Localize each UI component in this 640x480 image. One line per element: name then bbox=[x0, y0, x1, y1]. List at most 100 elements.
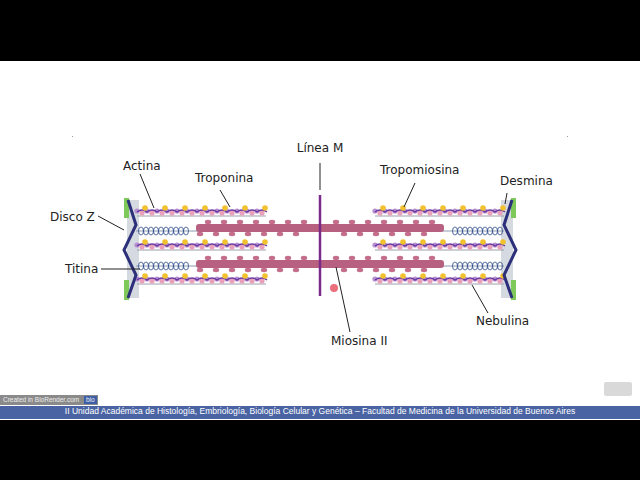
myosin-head bbox=[205, 256, 211, 260]
myosin-head bbox=[349, 220, 355, 224]
troponin bbox=[202, 239, 208, 245]
actin-monomer bbox=[179, 278, 184, 283]
titin-coil bbox=[473, 227, 478, 235]
actin-monomer bbox=[407, 244, 412, 249]
actin-monomer bbox=[407, 210, 412, 215]
troponin bbox=[440, 273, 446, 279]
footer-credit: II Unidad Académica de Histología, Embri… bbox=[65, 406, 575, 416]
m-line-label: Línea M bbox=[297, 141, 344, 155]
myosin-head bbox=[389, 232, 395, 236]
troponin bbox=[380, 273, 386, 279]
actin-monomer bbox=[467, 210, 472, 215]
actin-monomer bbox=[467, 278, 472, 283]
myosin-head bbox=[293, 232, 299, 236]
actin-monomer bbox=[457, 278, 462, 283]
myosin-head bbox=[413, 220, 419, 224]
myosin-head bbox=[213, 232, 219, 236]
titin-coil bbox=[488, 262, 493, 270]
tropomyosin bbox=[375, 210, 505, 212]
actin-monomer bbox=[457, 210, 462, 215]
titin-coil bbox=[453, 227, 458, 235]
actin-monomer bbox=[397, 278, 402, 283]
actin-monomer bbox=[149, 210, 154, 215]
actin-monomer bbox=[437, 244, 442, 249]
myosin-head bbox=[333, 256, 339, 260]
troponin bbox=[242, 205, 248, 211]
titin-coil bbox=[488, 227, 493, 235]
leader-line bbox=[101, 269, 140, 270]
actin-monomer bbox=[149, 278, 154, 283]
leader-line bbox=[336, 267, 350, 332]
myosin-head bbox=[341, 268, 347, 272]
actin-monomer bbox=[477, 278, 482, 283]
myosin-head bbox=[405, 232, 411, 236]
myosin-head bbox=[293, 268, 299, 272]
titin-coil bbox=[179, 262, 184, 270]
myosin-head bbox=[197, 268, 203, 272]
actin-monomer bbox=[447, 210, 452, 215]
troponin bbox=[162, 273, 168, 279]
actin-monomer bbox=[239, 278, 244, 283]
myosin-head bbox=[301, 220, 307, 224]
actin-monomer bbox=[229, 210, 234, 215]
part-label: Tropomiosina bbox=[380, 163, 459, 177]
actin-monomer bbox=[249, 278, 254, 283]
nebulin bbox=[375, 284, 504, 285]
part-label: Disco Z bbox=[50, 210, 95, 224]
titin-coil bbox=[144, 262, 149, 270]
player-button bbox=[604, 382, 632, 396]
tropomyosin bbox=[137, 278, 267, 280]
myosin-head bbox=[253, 220, 259, 224]
myosin-head bbox=[357, 268, 363, 272]
troponin bbox=[182, 273, 188, 279]
titin-coil bbox=[468, 262, 473, 270]
titin-coil bbox=[498, 227, 503, 235]
troponin bbox=[202, 205, 208, 211]
actin-monomer bbox=[437, 278, 442, 283]
myosin-head bbox=[237, 256, 243, 260]
troponin bbox=[480, 205, 486, 211]
actin-monomer bbox=[387, 278, 392, 283]
troponin bbox=[420, 239, 426, 245]
titin-coil bbox=[463, 262, 468, 270]
titin-coil bbox=[149, 227, 154, 235]
titin-coil bbox=[493, 227, 498, 235]
troponin bbox=[222, 205, 228, 211]
myosin-head bbox=[245, 232, 251, 236]
actin-monomer bbox=[417, 278, 422, 283]
actin-monomer bbox=[219, 278, 224, 283]
actin-monomer bbox=[387, 244, 392, 249]
titin-coil bbox=[159, 262, 164, 270]
myosin-head bbox=[357, 232, 363, 236]
myosin-head bbox=[341, 232, 347, 236]
troponin bbox=[420, 273, 426, 279]
troponin bbox=[500, 239, 506, 245]
watermark: Created in BioRender.com bbox=[3, 396, 79, 404]
actin-monomer bbox=[427, 244, 432, 249]
myosin-head bbox=[373, 268, 379, 272]
titin-coil bbox=[169, 262, 174, 270]
titin-coil bbox=[493, 262, 498, 270]
myosin-head bbox=[285, 220, 291, 224]
part-label: Desmina bbox=[500, 174, 553, 188]
myosin-head bbox=[245, 268, 251, 272]
myosin-head bbox=[253, 256, 259, 260]
troponin bbox=[480, 273, 486, 279]
actin-monomer bbox=[467, 244, 472, 249]
troponin bbox=[162, 205, 168, 211]
leader-line bbox=[472, 285, 488, 313]
actin-monomer bbox=[209, 278, 214, 283]
titin bbox=[440, 266, 504, 267]
actin-monomer bbox=[259, 278, 264, 283]
troponin bbox=[182, 239, 188, 245]
actin-monomer bbox=[159, 210, 164, 215]
biorender-badge bbox=[0, 395, 98, 405]
titin-coil bbox=[478, 227, 483, 235]
actin-monomer bbox=[259, 210, 264, 215]
myosin-head bbox=[333, 220, 339, 224]
titin bbox=[136, 231, 200, 232]
actin-monomer bbox=[169, 278, 174, 283]
troponin bbox=[142, 205, 148, 211]
actin-monomer bbox=[209, 210, 214, 215]
myosin-head bbox=[197, 232, 203, 236]
